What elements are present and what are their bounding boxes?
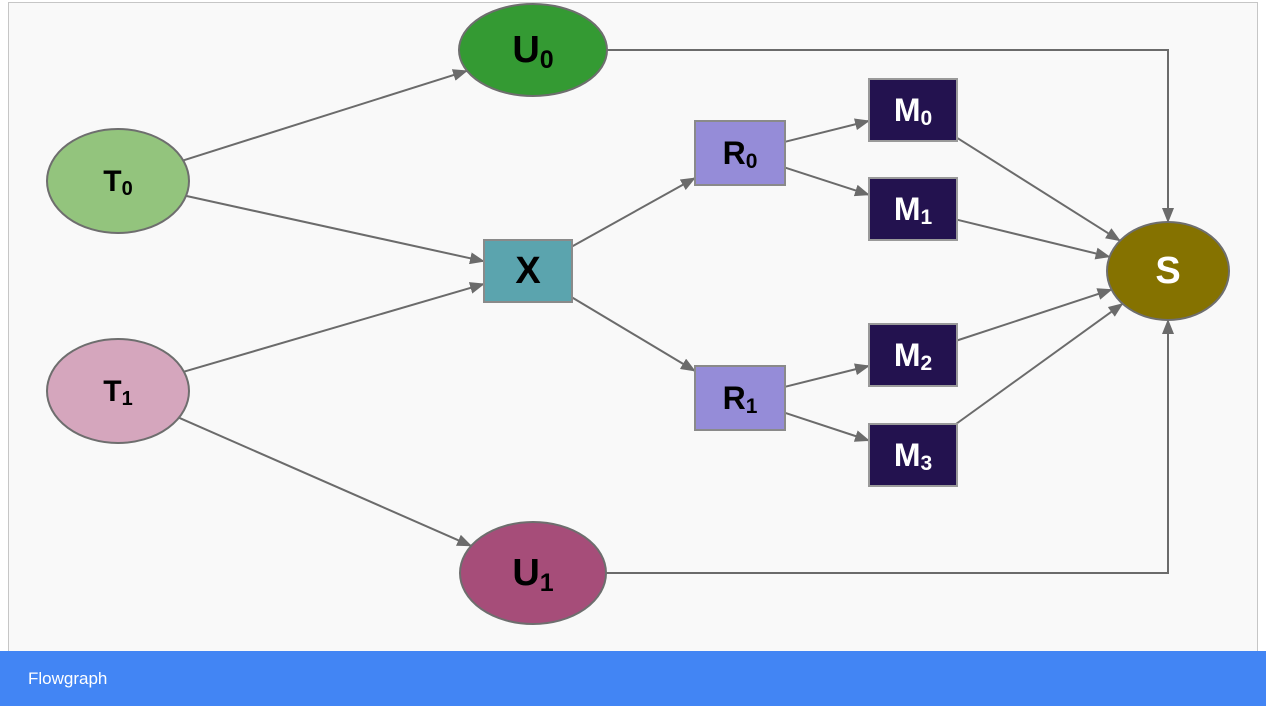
edge-U0-S — [607, 49, 1174, 223]
edge-R1-M3 — [784, 411, 870, 442]
edge-M2-S — [956, 288, 1113, 342]
edge-X-R1 — [571, 296, 696, 372]
node-label-R0: R0 — [723, 135, 758, 173]
edge-M3-S — [955, 302, 1124, 425]
edge-T1-X — [183, 282, 485, 373]
status-bar-label: Flowgraph — [28, 668, 108, 688]
node-label-U0: U0 — [512, 29, 553, 74]
node-U1[interactable]: U1 — [459, 521, 607, 625]
node-shape-T1 — [46, 338, 190, 444]
node-X[interactable]: X — [483, 239, 573, 303]
edge-R0-M1 — [784, 166, 870, 197]
node-label-M3: M3 — [894, 437, 932, 475]
node-shape-R1 — [694, 365, 786, 431]
edge-R1-M2 — [784, 363, 870, 388]
node-shape-M1 — [868, 177, 958, 241]
node-shape-M0 — [868, 78, 958, 142]
edges-layer — [178, 49, 1174, 574]
node-T0[interactable]: T0 — [46, 128, 190, 234]
node-shape-S — [1106, 221, 1230, 321]
node-label-X: X — [515, 250, 541, 292]
status-bar: Flowgraph — [0, 651, 1266, 706]
node-U0[interactable]: U0 — [458, 3, 608, 97]
node-shape-M3 — [868, 423, 958, 487]
edge-U1-S — [606, 319, 1174, 574]
node-shape-U1 — [459, 521, 607, 625]
edge-M1-S — [956, 218, 1111, 260]
node-shape-M2 — [868, 323, 958, 387]
node-label-T1: T1 — [103, 375, 132, 411]
node-label-M2: M2 — [894, 337, 932, 375]
node-T1[interactable]: T1 — [46, 338, 190, 444]
edge-T0-X — [185, 194, 485, 265]
node-label-S: S — [1155, 250, 1180, 292]
edge-X-R0 — [571, 177, 696, 248]
node-S[interactable]: S — [1106, 221, 1230, 321]
node-R1[interactable]: R1 — [694, 365, 786, 431]
node-R0[interactable]: R0 — [694, 120, 786, 186]
node-label-U1: U1 — [512, 552, 553, 597]
node-label-R1: R1 — [723, 380, 758, 418]
node-M3[interactable]: M3 — [868, 423, 958, 487]
node-label-T0: T0 — [103, 165, 132, 201]
edge-T0-U0 — [182, 69, 468, 162]
edge-R0-M0 — [784, 118, 870, 143]
edge-M0-S — [956, 136, 1121, 242]
node-M0[interactable]: M0 — [868, 78, 958, 142]
node-shape-R0 — [694, 120, 786, 186]
node-shape-U0 — [458, 3, 608, 97]
node-shape-X — [483, 239, 573, 303]
node-M2[interactable]: M2 — [868, 323, 958, 387]
canvas-frame — [8, 2, 1258, 651]
edge-T1-U1 — [178, 416, 473, 547]
node-shape-T0 — [46, 128, 190, 234]
node-label-M1: M1 — [894, 191, 933, 229]
node-label-M0: M0 — [894, 92, 932, 130]
node-M1[interactable]: M1 — [868, 177, 958, 241]
